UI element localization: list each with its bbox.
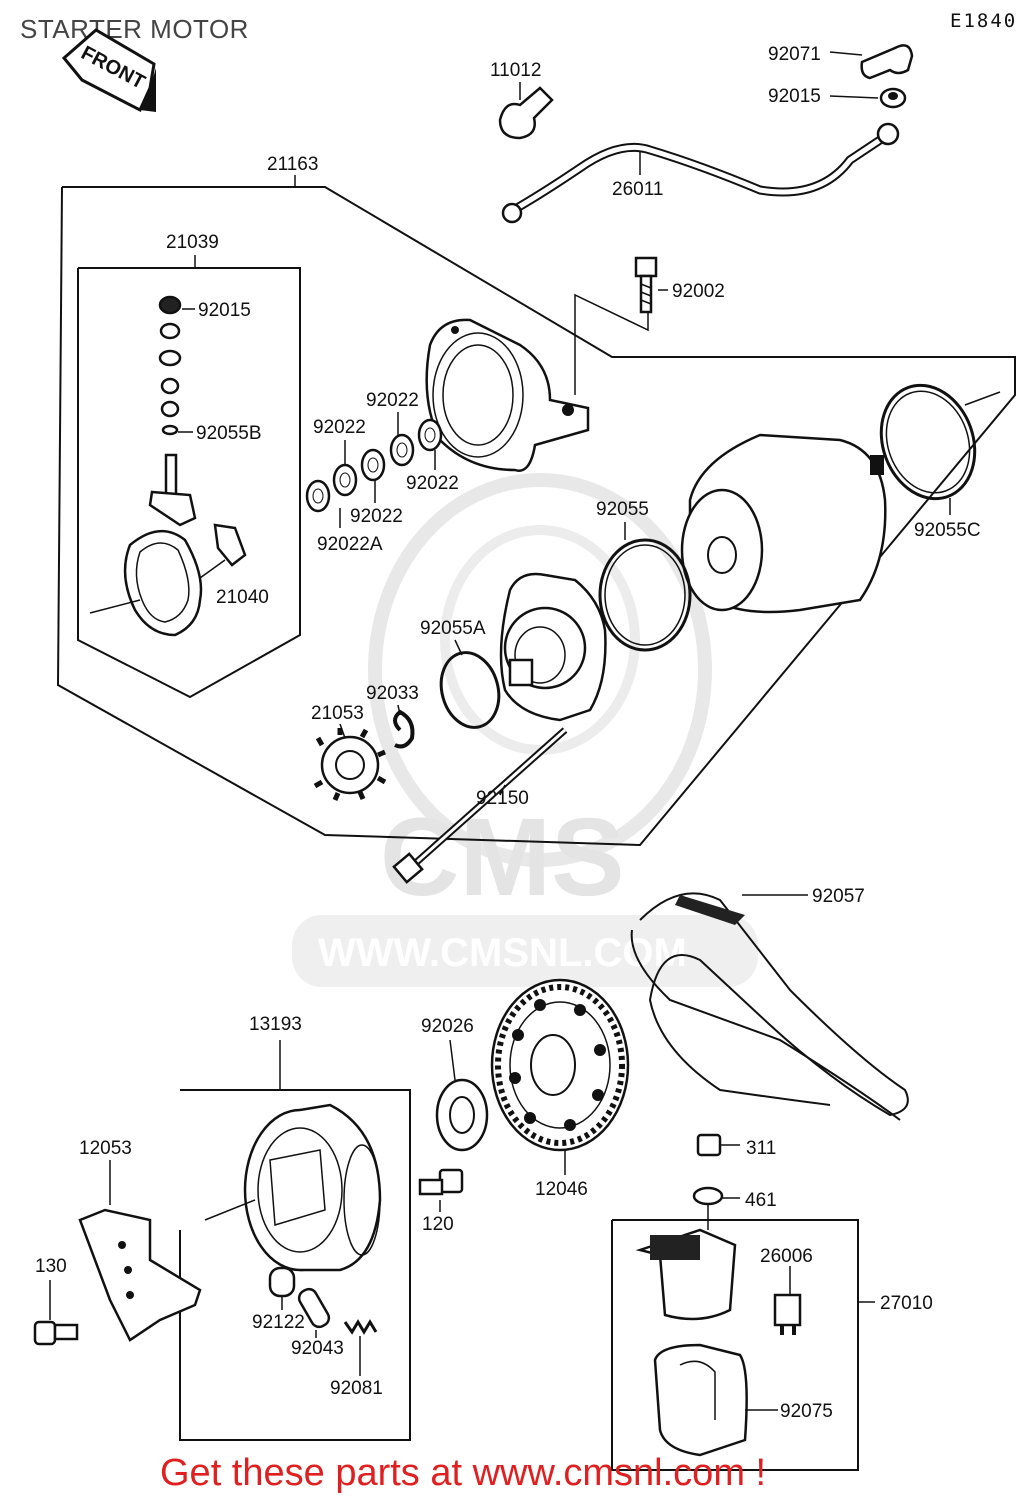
label-26006: 26006 bbox=[760, 1246, 813, 1267]
end-cover-icon bbox=[425, 318, 590, 472]
clutch-bolt-icon bbox=[33, 1320, 79, 1346]
label-92015-top: 92015 bbox=[768, 86, 821, 107]
label-92022-c: 92022 bbox=[406, 473, 459, 494]
label-311: 311 bbox=[746, 1138, 776, 1159]
clutch-plate-icon bbox=[78, 1208, 202, 1342]
label-21163: 21163 bbox=[267, 154, 318, 175]
brush-kit-parts-icon bbox=[148, 295, 197, 527]
spring-icon bbox=[343, 1319, 378, 1335]
label-92022a: 92022A bbox=[317, 534, 383, 555]
sprocket-bolt-icon bbox=[418, 1168, 464, 1196]
label-92122: 92122 bbox=[252, 1312, 305, 1333]
starter-cable-icon bbox=[501, 122, 900, 224]
plunger-icon bbox=[297, 1287, 331, 1329]
thrust-washer-icon bbox=[435, 1078, 489, 1152]
label-92002: 92002 bbox=[672, 281, 725, 302]
diagram-title: STARTER MOTOR bbox=[20, 14, 249, 44]
starter-assembly-frame bbox=[56, 186, 1016, 847]
label-12053: 12053 bbox=[79, 1138, 132, 1159]
label-92033: 92033 bbox=[366, 683, 419, 704]
label-21039: 21039 bbox=[166, 232, 219, 253]
label-26011: 26011 bbox=[612, 179, 663, 200]
label-13193: 13193 bbox=[249, 1014, 302, 1035]
watermark-url: WWW.CMSNL.COM bbox=[318, 931, 687, 975]
label-92081: 92081 bbox=[330, 1378, 383, 1399]
front-cover-icon bbox=[499, 572, 607, 722]
label-120: 120 bbox=[422, 1214, 454, 1235]
o-ring-92055-icon bbox=[598, 538, 692, 652]
starter-relay-icon bbox=[635, 1228, 737, 1321]
label-12046: 12046 bbox=[535, 1179, 588, 1200]
label-92022-b: 92022 bbox=[313, 417, 366, 438]
through-bolt-icon bbox=[392, 727, 568, 884]
diagram-code: E1840 bbox=[950, 10, 1018, 32]
label-92057: 92057 bbox=[812, 886, 865, 907]
label-92150: 92150 bbox=[476, 788, 529, 809]
label-130: 130 bbox=[35, 1256, 67, 1277]
label-92015-kit: 92015 bbox=[198, 300, 251, 321]
brush-plate-icon bbox=[123, 523, 247, 637]
label-92055a: 92055A bbox=[420, 618, 486, 639]
label-92043: 92043 bbox=[291, 1338, 344, 1359]
fuse-icon bbox=[773, 1293, 802, 1335]
relay-frame bbox=[611, 1219, 859, 1471]
label-92055: 92055 bbox=[596, 499, 649, 520]
terminal-boot-icon bbox=[860, 44, 914, 80]
watermark: CMS WWW.CMSNL.COM bbox=[292, 473, 758, 987]
chain-icon bbox=[630, 892, 909, 1121]
washer-461-icon bbox=[692, 1186, 724, 1206]
o-ring-92055c-icon bbox=[879, 383, 977, 501]
relay-cover-icon bbox=[653, 1343, 748, 1457]
motor-body-icon bbox=[680, 433, 887, 614]
label-92022-a: 92022 bbox=[366, 390, 419, 411]
starter-clutch-frame bbox=[179, 1089, 411, 1441]
roller-icon bbox=[268, 1266, 296, 1298]
front-arrow-icon: FRONT bbox=[61, 28, 156, 113]
nut-icon bbox=[879, 87, 907, 109]
label-21040: 21040 bbox=[216, 587, 269, 608]
label-92026: 92026 bbox=[421, 1016, 474, 1037]
mounting-bolt-icon bbox=[634, 256, 658, 314]
o-ring-92055a-icon bbox=[439, 651, 501, 729]
pinion-gear-icon bbox=[313, 728, 387, 801]
label-21053: 21053 bbox=[311, 703, 364, 724]
washers-icon bbox=[305, 418, 443, 513]
circlip-icon bbox=[393, 709, 415, 749]
label-92071: 92071 bbox=[768, 44, 821, 65]
starter-sprocket-icon bbox=[490, 978, 630, 1152]
label-92022-d: 92022 bbox=[350, 506, 403, 527]
footer-cta-link[interactable]: Get these parts at www.cmsnl.com ! bbox=[160, 1452, 767, 1494]
nut-311-icon bbox=[696, 1133, 722, 1157]
terminal-cap-icon bbox=[498, 86, 554, 140]
label-92075: 92075 bbox=[780, 1401, 833, 1422]
starter-clutch-icon bbox=[243, 1103, 382, 1272]
label-92055c: 92055C bbox=[914, 520, 981, 541]
label-27010: 27010 bbox=[880, 1293, 933, 1314]
label-11012: 11012 bbox=[490, 60, 541, 81]
label-461: 461 bbox=[745, 1190, 777, 1211]
label-92055b: 92055B bbox=[196, 423, 262, 444]
brush-kit-frame bbox=[77, 267, 301, 699]
